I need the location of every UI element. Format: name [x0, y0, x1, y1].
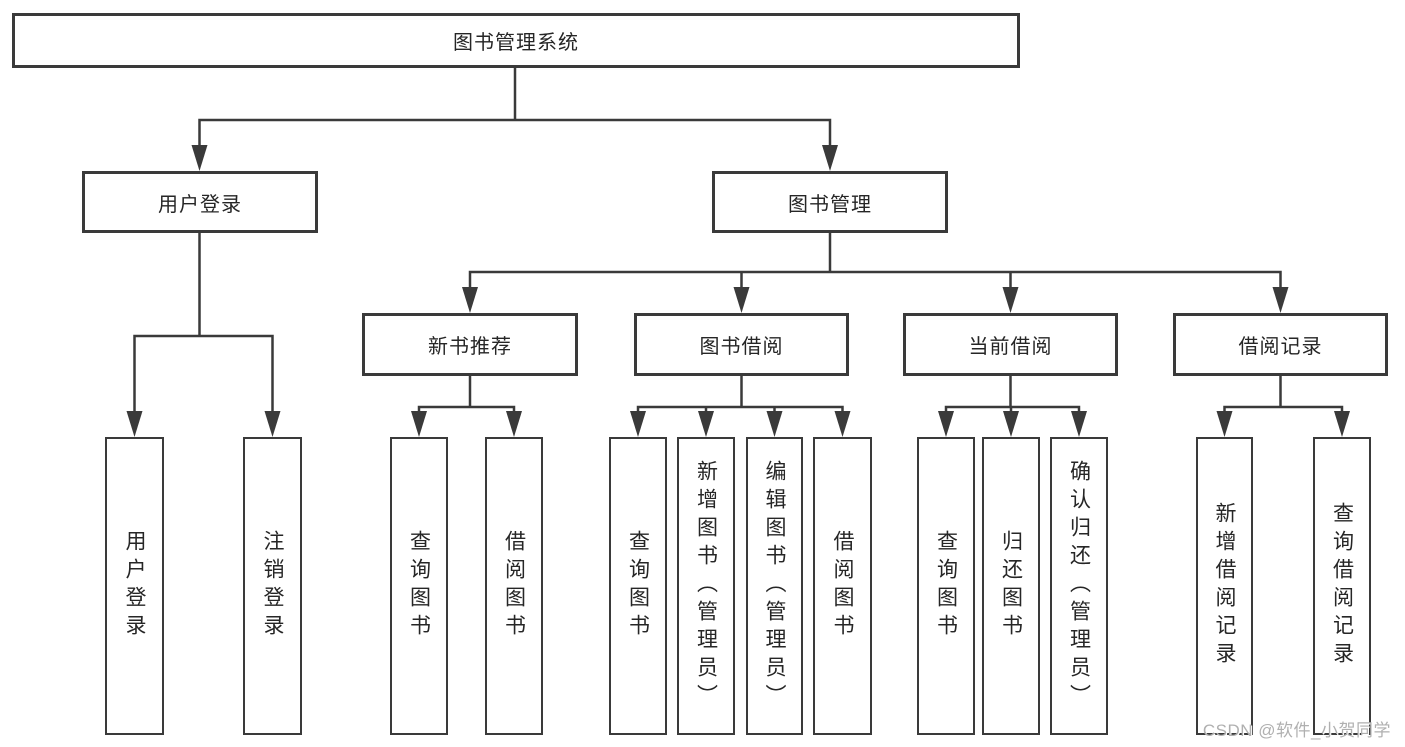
leaf-rec-query-book-label: 查询图书 [407, 530, 431, 642]
connector-lines [133, 65, 1344, 418]
node-root: 图书管理系统 [12, 13, 1020, 68]
arrowhead-leaf-rec-query [411, 411, 427, 437]
leaf-current-confirm-return-admin-label: 确认归还（管理员） [1067, 460, 1091, 712]
node-book-management-label: 图书管理 [788, 193, 872, 216]
arrowhead-borrow-record [1272, 287, 1289, 313]
leaf-user-login: 用户登录 [105, 437, 164, 735]
arrowhead-leaf-user-login [126, 411, 143, 437]
node-book-borrow: 图书借阅 [634, 313, 849, 376]
node-current-borrow-label: 当前借阅 [968, 336, 1053, 358]
arrowhead-current-borrow [1002, 287, 1019, 313]
leaf-current-query-book-label: 查询图书 [934, 530, 958, 642]
connector-borrowrecord-to-leaves [1223, 374, 1344, 418]
arrowhead-leaf-current-confirm [1071, 411, 1087, 437]
connector-currentborrow-to-leaves [944, 374, 1081, 418]
node-new-book-recommend: 新书推荐 [362, 313, 578, 376]
leaf-logout-login: 注销登录 [243, 437, 302, 735]
connector-bookmgmt-to-level3 [468, 231, 1282, 294]
node-new-book-recommend-label: 新书推荐 [428, 336, 512, 358]
leaf-borrow-query-book-label: 查询图书 [626, 530, 650, 642]
node-book-borrow-label: 图书借阅 [699, 336, 784, 358]
node-root-label: 图书管理系统 [453, 32, 579, 54]
arrowhead-leaf-logout [264, 411, 281, 437]
leaf-record-add-borrow-record-label: 新增借阅记录 [1213, 502, 1236, 670]
leaf-current-confirm-return-admin: 确认归还（管理员） [1050, 437, 1108, 735]
leaf-borrow-add-book-admin-label: 新增图书（管理员） [694, 460, 718, 712]
leaf-current-return-book-label: 归还图书 [999, 530, 1023, 642]
leaf-logout-login-label: 注销登录 [261, 530, 284, 642]
arrowhead-book-borrow [733, 287, 750, 313]
node-user-login-label: 用户登录 [158, 193, 242, 216]
leaf-borrow-add-book-admin: 新增图书（管理员） [677, 437, 735, 735]
arrowhead-leaf-borrow-edit [766, 411, 783, 437]
leaf-borrow-edit-book-admin: 编辑图书（管理员） [746, 437, 803, 735]
leaf-borrow-edit-book-admin-label: 编辑图书（管理员） [763, 460, 786, 712]
leaf-user-login-label: 用户登录 [123, 530, 146, 642]
arrowhead-new-book-rec [462, 287, 478, 313]
node-current-borrow: 当前借阅 [903, 313, 1118, 376]
leaf-borrow-query-book: 查询图书 [609, 437, 667, 735]
leaf-record-query-borrow-record-label: 查询借阅记录 [1330, 502, 1354, 670]
node-book-management: 图书管理 [712, 171, 948, 233]
leaf-rec-query-book: 查询图书 [390, 437, 448, 735]
arrowhead-leaf-current-query [938, 411, 954, 437]
leaf-record-add-borrow-record: 新增借阅记录 [1196, 437, 1253, 735]
connector-userlogin-to-leaves [133, 231, 274, 416]
leaf-rec-borrow-book: 借阅图书 [485, 437, 543, 735]
arrowhead-leaf-record-query [1334, 411, 1350, 437]
connector-bookborrow-to-leaves [636, 374, 844, 418]
arrowhead-leaf-rec-borrow [506, 411, 522, 437]
arrowhead-leaf-current-return [1003, 411, 1019, 437]
node-borrow-record-label: 借阅记录 [1238, 336, 1323, 358]
leaf-current-query-book: 查询图书 [917, 437, 975, 735]
arrowhead-user-login [191, 145, 208, 171]
csdn-watermark: CSDN @软件_小贺同学 [1202, 721, 1391, 740]
leaf-borrow-borrow-book-label: 借阅图书 [831, 530, 854, 642]
arrowhead-leaf-borrow-query [630, 411, 646, 437]
arrowhead-leaf-borrow-borrow [834, 411, 851, 437]
node-user-login: 用户登录 [82, 171, 318, 233]
node-borrow-record: 借阅记录 [1173, 313, 1388, 376]
connector-root-to-level2 [198, 65, 832, 152]
leaf-current-return-book: 归还图书 [982, 437, 1040, 735]
arrowhead-leaf-record-add [1216, 411, 1233, 437]
leaf-rec-borrow-book-label: 借阅图书 [502, 530, 526, 642]
arrowheads [126, 145, 1350, 437]
arrowhead-leaf-borrow-add [698, 411, 714, 437]
connector-newbookrec-to-leaves [417, 374, 516, 418]
leaf-record-query-borrow-record: 查询借阅记录 [1313, 437, 1371, 735]
leaf-borrow-borrow-book: 借阅图书 [813, 437, 872, 735]
arrowhead-book-mgmt [822, 145, 838, 171]
